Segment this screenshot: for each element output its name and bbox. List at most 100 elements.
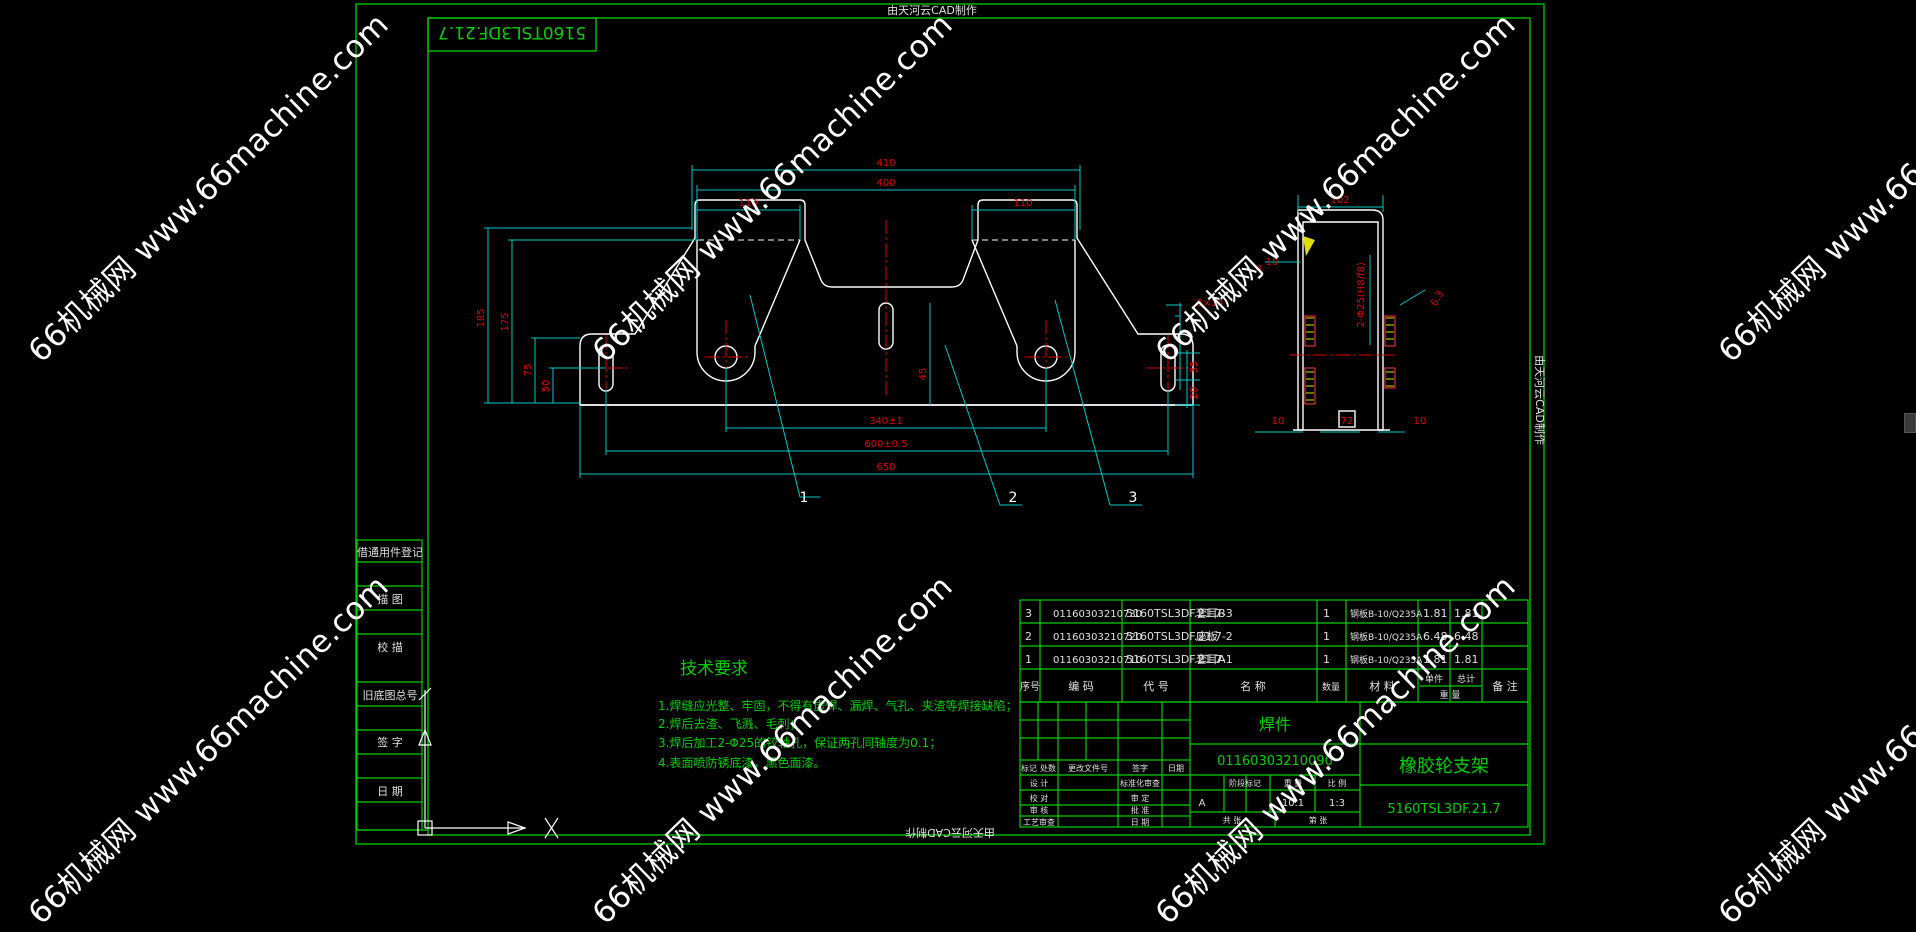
side-dimensions xyxy=(1255,195,1426,433)
balloon-1: 1 xyxy=(800,490,809,506)
dim-175: 175 xyxy=(500,312,511,331)
tech-line-4: 4.表面喷防锈底漆，黑色面漆。 xyxy=(658,755,825,770)
bom-cell: 01160303210720 xyxy=(1053,632,1142,643)
tb-label-stage: 阶段标记 xyxy=(1229,778,1261,788)
bom-row-3: 3 01160303210730 5160TSL3DF.21.7-3 套耳B 1… xyxy=(1025,607,1479,620)
weld-mark-label: 4 xyxy=(1256,264,1262,275)
bom-cell: 1 xyxy=(1323,653,1330,666)
tb-label-check: 校 对 xyxy=(1030,793,1049,803)
bom-header-cell: 材 料 xyxy=(1369,679,1395,693)
dim-10-top: 10 xyxy=(1266,257,1279,268)
dim-650: 650 xyxy=(876,462,895,473)
bom-header-cell: 序号 xyxy=(1020,680,1040,693)
hole-note: 2-Φ25(H8/f8) xyxy=(1356,262,1367,328)
side-view xyxy=(1293,209,1390,431)
tb-label-design: 设 计 xyxy=(1030,778,1049,788)
bom-cell: 6.48 xyxy=(1454,630,1479,643)
tb-label-mass: 重 量 xyxy=(1284,778,1303,788)
dim-72: 72 xyxy=(1341,416,1354,427)
side-caption: 由天河云CAD制作 xyxy=(1533,355,1547,445)
left-label-5: 签 字 xyxy=(377,735,403,749)
tb-drawing-no: 5160TSL3DF.21.7 xyxy=(1387,802,1500,817)
side-view-hatch xyxy=(1306,317,1394,401)
bom-header-cell: 名 称 xyxy=(1240,679,1266,693)
bom-cell: 01160303210710 xyxy=(1053,655,1142,666)
bom-header: 序号 编 码 代 号 名 称 数量 材 料 单件 总计 备 注 重 量 xyxy=(1020,673,1518,701)
balloon-2: 2 xyxy=(1009,490,1018,506)
bottom-caption: 由天河云CAD制作 xyxy=(905,826,995,840)
dim-10-right: 10 xyxy=(1414,416,1427,427)
tech-line-2: 2.焊后去渣、飞溅、毛刺； xyxy=(658,716,801,731)
tb-label-date: 日期 xyxy=(1168,764,1184,773)
bom-cell: 1 xyxy=(1323,630,1330,643)
bom-cell: 1.81 xyxy=(1454,653,1479,666)
scrollbar-thumb[interactable] xyxy=(1904,413,1916,433)
tb-name: 橡胶轮支架 xyxy=(1399,756,1489,777)
dim-45: 45 xyxy=(918,368,929,381)
bom-cell: 5160TSL3DF.21.7-3 xyxy=(1126,607,1233,620)
tb-label-std: 标准化审查 xyxy=(1120,778,1160,788)
title-block-values: 焊件 01160303210090 橡胶轮支架 5160TSL3DF.21.7 … xyxy=(1199,715,1501,817)
bom-cell: 2 xyxy=(1025,630,1032,643)
dim-35: 35 xyxy=(1189,361,1200,374)
dim-75: 75 xyxy=(523,364,534,377)
dim-110-right: 110 xyxy=(1013,198,1032,209)
bom-cell: 钢板B-10/Q235A xyxy=(1350,631,1423,643)
dim-600: 600±0.5 xyxy=(864,439,907,450)
bom-header-cell: 代 号 xyxy=(1143,680,1169,693)
cad-drawing[interactable]: 由天河云CAD制作 由天河云CAD制作 由天河云CAD制作 5160TSL3DF… xyxy=(0,0,1916,847)
tb-label-sheets: 共 张 xyxy=(1223,816,1242,825)
left-label-1: 借通用件登记 xyxy=(357,545,423,559)
bom-cell: 1 xyxy=(1025,653,1032,666)
left-label-4: 旧底图总号 xyxy=(363,688,418,702)
tb-stage: A xyxy=(1199,798,1206,809)
bom-cell: 6.48 xyxy=(1423,630,1448,643)
tb-label-sign: 签字 xyxy=(1132,763,1148,773)
dim-340: 340±1 xyxy=(869,416,903,427)
tech-lines: 1.焊缝应光整、牢固，不得有虚焊、漏焊、气孔、夹渣等焊接缺陷； 2.焊后去渣、飞… xyxy=(658,698,1017,770)
tb-label-scale: 比 例 xyxy=(1328,778,1347,788)
tb-label-sheet: 第 张 xyxy=(1309,815,1328,825)
left-label-2: 描 图 xyxy=(377,592,403,606)
tb-label-approve: 批 准 xyxy=(1131,805,1150,815)
title-block-labels: 标记 处数 更改文件号 签字 日期 设 计 校 对 审 核 工艺审查 标准化审查… xyxy=(1021,763,1346,827)
dim-185: 185 xyxy=(476,308,487,327)
tb-code: 01160303210090 xyxy=(1217,754,1333,769)
roughness-value: 6.3 xyxy=(1429,289,1446,308)
dim-110-left: 110 xyxy=(738,198,757,209)
top-caption: 由天河云CAD制作 xyxy=(887,3,977,17)
left-label-3: 校 描 xyxy=(377,640,403,654)
bom-cell: 钢板B-10/Q235A xyxy=(1350,608,1423,620)
tb-scale: 1:3 xyxy=(1329,798,1345,809)
ucs-icon xyxy=(417,687,559,839)
bom-cell: 套耳A xyxy=(1196,653,1226,666)
bom-mass-label: 重 量 xyxy=(1440,689,1461,701)
dim-3x14: 3×14 xyxy=(1196,298,1223,309)
bom-cell: 座板 xyxy=(1196,629,1218,643)
left-label-6: 日 期 xyxy=(377,785,403,798)
balloon-labels: 1 2 3 xyxy=(800,490,1138,506)
left-info-labels: 借通用件登记 描 图 校 描 旧底图总号 签 字 日 期 xyxy=(357,545,423,798)
tb-label-change: 更改文件号 xyxy=(1068,763,1108,773)
title-block xyxy=(1019,701,1529,828)
drawing-frame xyxy=(355,3,1545,845)
side-dimension-text: 102 10 10 72 10 2-Φ25(H8/f8) 6.3 4 xyxy=(1256,195,1447,427)
corner-tag: 5160TSL3DF.21.7 xyxy=(438,22,586,42)
bom-row-1: 1 01160303210710 5160TSL3DF.21.7-1 套耳A 1… xyxy=(1025,653,1479,666)
front-dimensions xyxy=(484,165,1200,506)
bom-header-cell: 数量 xyxy=(1322,681,1340,693)
dim-10-left: 10 xyxy=(1272,416,1285,427)
bom-header-cell: 编 码 xyxy=(1068,679,1094,693)
side-view-hatch-boxes xyxy=(1304,315,1396,405)
tb-mass: 10.1 xyxy=(1282,798,1304,809)
bom-cell: 3 xyxy=(1025,607,1032,620)
tb-type: 焊件 xyxy=(1259,715,1291,734)
weld-fill xyxy=(1303,236,1315,256)
bom-cell: 钢板B-10/Q235A xyxy=(1350,654,1423,666)
tech-line-1: 1.焊缝应光整、牢固，不得有虚焊、漏焊、气孔、夹渣等焊接缺陷； xyxy=(658,698,1017,713)
dim-102: 102 xyxy=(1330,195,1349,206)
bom-header-cell: 备 注 xyxy=(1492,679,1518,693)
tech-title: 技术要求 xyxy=(680,659,748,679)
bom-cell: 1.81 xyxy=(1423,607,1448,620)
